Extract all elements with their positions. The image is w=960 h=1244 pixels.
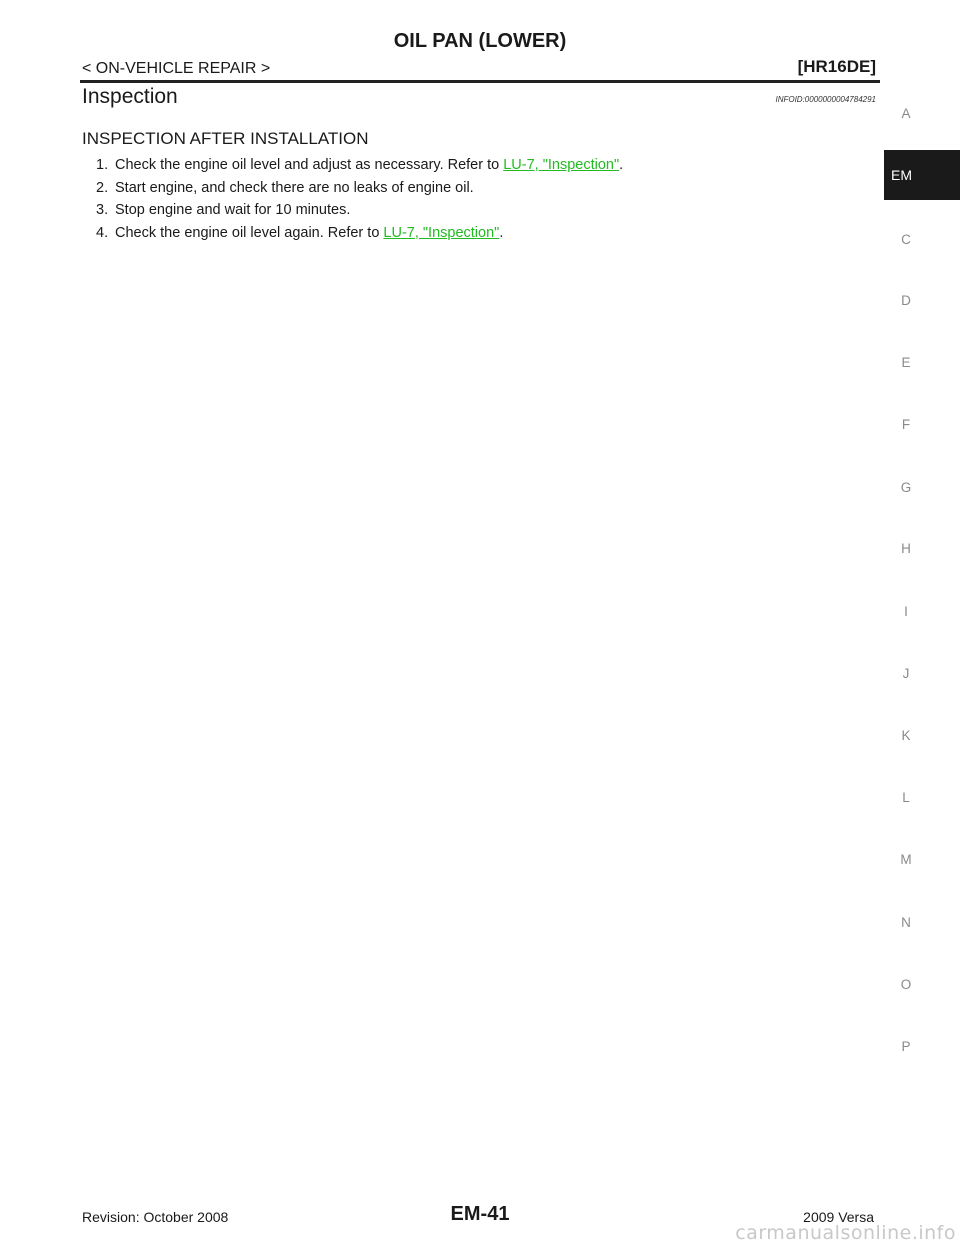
revision-date: Revision: October 2008 — [82, 1209, 229, 1225]
side-index-c[interactable]: C — [901, 232, 911, 247]
lu7-inspection-link[interactable]: LU-7, "Inspection" — [503, 157, 620, 173]
side-index-l[interactable]: L — [902, 790, 910, 805]
side-index-k[interactable]: K — [901, 728, 911, 743]
step-number: 2. — [96, 179, 109, 196]
side-index-e[interactable]: E — [901, 355, 911, 370]
side-index-m[interactable]: M — [900, 852, 912, 867]
section-label: < ON-VEHICLE REPAIR > — [82, 60, 271, 77]
step-item: 1. Check the engine oil level and adjust… — [96, 156, 623, 179]
step-number: 4. — [96, 224, 109, 241]
model-name: 2009 Versa — [803, 1209, 874, 1225]
side-index-a[interactable]: A — [901, 106, 911, 121]
step-text-end: . — [499, 224, 504, 241]
info-id: INFOID:0000000004784291 — [775, 95, 876, 104]
subheading: INSPECTION AFTER INSTALLATION — [82, 129, 369, 148]
watermark: carmanualsonline.info — [735, 1222, 956, 1244]
side-index-em[interactable]: EM — [884, 150, 960, 200]
step-number: 1. — [96, 157, 109, 173]
step-text-end: . — [619, 157, 624, 173]
side-index-d[interactable]: D — [901, 293, 911, 308]
inspection-steps: 1. Check the engine oil level and adjust… — [96, 156, 623, 246]
page-number: EM-41 — [450, 1203, 510, 1225]
side-index-j[interactable]: J — [902, 666, 910, 681]
side-index-f[interactable]: F — [901, 417, 911, 432]
step-item: 3. Stop engine and wait for 10 minutes. — [96, 201, 623, 224]
side-index-g[interactable]: G — [900, 480, 912, 495]
side-index: A EM C D E F G H I J K L M N O P — [884, 0, 960, 1242]
section-heading: Inspection — [82, 85, 178, 108]
side-index-n[interactable]: N — [901, 915, 911, 930]
step-text: Stop engine and wait for 10 minutes. — [115, 202, 351, 218]
step-item: 4. Check the engine oil level again. Ref… — [96, 224, 623, 247]
page-title: OIL PAN (LOWER) — [393, 30, 567, 52]
step-text: Check the engine oil level and adjust as… — [115, 156, 623, 179]
side-index-o[interactable]: O — [900, 977, 912, 992]
step-number: 3. — [96, 202, 109, 218]
step-item: 2. Start engine, and check there are no … — [96, 179, 623, 202]
lu7-inspection-link[interactable]: LU-7, "Inspection" — [383, 224, 500, 241]
side-index-h[interactable]: H — [901, 541, 911, 556]
step-text: Start engine, and check there are no lea… — [115, 179, 474, 196]
step-text-body: Check the engine oil level and adjust as… — [115, 157, 504, 173]
side-index-i[interactable]: I — [904, 604, 908, 619]
engine-code: [HR16DE] — [797, 57, 876, 76]
step-text-body: Check the engine oil level again. Refer … — [115, 224, 384, 241]
side-index-p[interactable]: P — [901, 1039, 911, 1054]
header-rule — [80, 80, 880, 83]
step-text: Check the engine oil level again. Refer … — [115, 224, 503, 247]
